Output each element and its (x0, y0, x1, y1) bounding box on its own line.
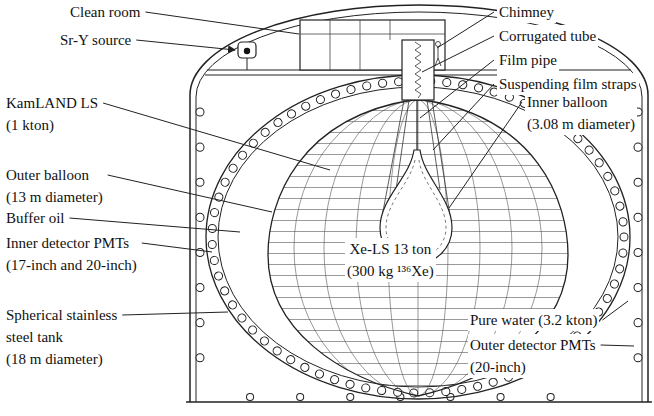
leader-line (602, 301, 628, 320)
part-label: Inner detector PMTs (17-inch and 20-inch… (4, 232, 139, 276)
label-line: (3.08 m diameter) (527, 113, 635, 135)
leader-line (142, 243, 212, 252)
label-line: (300 kg ¹³⁶Xe) (347, 260, 434, 282)
label-line: Inner detector PMTs (6, 232, 137, 254)
label-line: Chimney (499, 1, 554, 23)
leader-line (449, 102, 522, 208)
label-line: Corrugated tube (499, 25, 596, 47)
label-line: Xe-LS 13 ton (347, 238, 434, 260)
label-line: Buffer oil (6, 207, 64, 229)
part-label: Outer detector PMTs (20-inch) (468, 334, 598, 378)
label-line: Film pipe (499, 49, 557, 71)
leader-line (69, 218, 240, 232)
label-line: Outer detector PMTs (470, 334, 596, 356)
leader-line (103, 103, 330, 170)
part-label: Clean room (68, 1, 142, 23)
part-label: Film pipe (497, 49, 559, 71)
label-line: KamLAND LS (6, 92, 98, 114)
part-label: Chimney (497, 1, 556, 23)
part-label: Sr-Y source (58, 29, 133, 51)
leader-line (145, 12, 299, 34)
part-label: Outer balloon (13 m diameter) (4, 164, 105, 208)
label-line: (17-inch and 20-inch) (6, 254, 137, 276)
part-label: KamLAND LS (1 kton) (4, 92, 100, 136)
leader-line (122, 312, 228, 315)
part-label: Corrugated tube (497, 25, 598, 47)
leader-line (601, 345, 634, 346)
label-line: steel tank (6, 326, 117, 348)
label-line: (18 m diameter) (6, 348, 117, 370)
leader-line (422, 36, 494, 72)
leader-line (108, 175, 272, 212)
part-label: Pure water (3.2 kton) (468, 309, 599, 331)
leader-line (433, 84, 494, 150)
part-label: Spherical stainless steel tank (18 m dia… (4, 304, 119, 370)
part-label: Buffer oil (4, 207, 66, 229)
label-line: Sr-Y source (60, 29, 131, 51)
label-line: Inner balloon (527, 91, 635, 113)
label-line: (1 kton) (6, 114, 98, 136)
leader-line (420, 60, 494, 118)
leader-line (136, 40, 235, 50)
label-line: Pure water (3.2 kton) (470, 309, 597, 331)
part-label: Xe-LS 13 ton (300 kg ¹³⁶Xe) (345, 238, 436, 282)
label-line: (13 m diameter) (6, 186, 103, 208)
label-line: (20-inch) (470, 356, 596, 378)
part-label: Inner balloon (3.08 m diameter) (525, 91, 637, 135)
label-line: Outer balloon (6, 164, 103, 186)
leader-line (437, 12, 494, 48)
label-line: Clean room (70, 1, 140, 23)
label-line: Spherical stainless (6, 304, 117, 326)
